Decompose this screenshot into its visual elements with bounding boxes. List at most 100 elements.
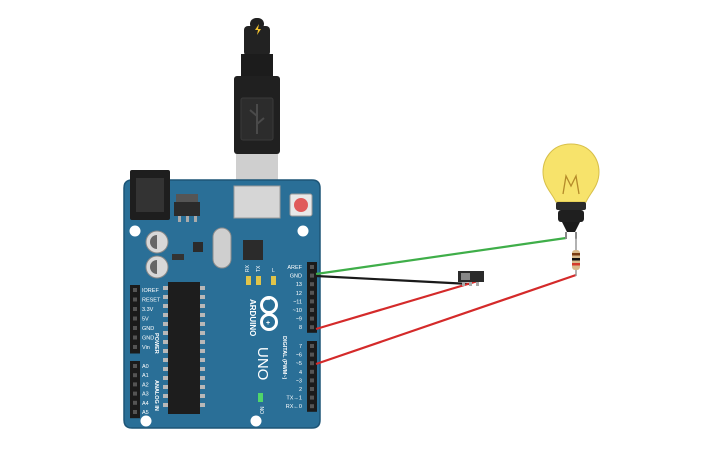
rx-label: RX [245, 264, 251, 272]
chip-pin [200, 403, 205, 407]
mounting-hole [250, 415, 262, 427]
header-pin[interactable] [310, 273, 314, 278]
pin-label: ~9 [296, 317, 302, 323]
chip-pin [200, 394, 205, 398]
header-pin[interactable] [310, 316, 314, 321]
chip-pin [163, 313, 168, 317]
pin-label: 2 [299, 387, 302, 393]
brand-label: ARDUINO [248, 299, 257, 336]
header-pin[interactable] [310, 282, 314, 287]
pin-label: A2 [142, 382, 149, 388]
header-pin[interactable] [310, 404, 314, 409]
header-pin[interactable] [133, 316, 137, 321]
header-pin[interactable] [310, 290, 314, 295]
green-wire[interactable] [315, 236, 567, 276]
atmega-chip [163, 282, 205, 414]
capacitor [145, 255, 169, 279]
usb-port [233, 185, 281, 219]
header-pin[interactable] [310, 361, 314, 366]
tx-led [256, 276, 261, 285]
red-wire-pin8[interactable] [315, 279, 479, 331]
header-pin[interactable] [310, 369, 314, 374]
pin-label: 5V [142, 317, 149, 323]
header-pin[interactable] [310, 378, 314, 383]
reset-button[interactable] [289, 193, 313, 217]
pin-label: ~6 [296, 353, 302, 359]
pin-label: GND [142, 326, 154, 332]
chip-pin [163, 376, 168, 380]
tx-label: TX [256, 265, 262, 272]
header-pin[interactable] [133, 307, 137, 311]
header-pin[interactable] [133, 373, 137, 378]
header-pin[interactable] [133, 326, 137, 330]
chip-pin [163, 385, 168, 389]
header-pin[interactable] [310, 325, 314, 330]
chip-pin [163, 340, 168, 344]
power-title: POWER [153, 333, 159, 354]
header-pin[interactable] [310, 344, 314, 348]
mounting-hole [140, 415, 152, 427]
pin-label: TX→1 [286, 396, 302, 402]
pin-label: ~11 [293, 299, 302, 305]
chip-pin [163, 358, 168, 362]
pin-label: A3 [142, 392, 149, 398]
pin-label: 12 [296, 291, 302, 297]
power-jack [130, 170, 170, 220]
header-pin[interactable] [133, 391, 137, 396]
slide-switch[interactable] [458, 271, 484, 286]
header-pin[interactable] [310, 387, 314, 391]
header-pin[interactable] [310, 395, 314, 400]
pin-label: RX←0 [286, 404, 302, 410]
header-pin[interactable] [310, 308, 314, 312]
header-pin[interactable] [133, 364, 137, 368]
header-pin[interactable] [310, 265, 314, 269]
pin-label: 4 [299, 370, 302, 376]
chip-pin [200, 367, 205, 371]
usb-controller-chip [243, 240, 263, 260]
header-pin[interactable] [133, 382, 137, 387]
resistor[interactable] [572, 238, 580, 276]
chip-pin [200, 331, 205, 335]
header-pin[interactable] [133, 297, 137, 302]
light-bulb[interactable] [542, 143, 600, 239]
chip-pin [163, 349, 168, 353]
header-pin[interactable] [133, 288, 137, 292]
pin-label: ~3 [296, 378, 302, 384]
header-pin[interactable] [133, 410, 137, 414]
smd-chip [193, 242, 203, 252]
chip-pin [200, 286, 205, 290]
pin-label: GND [142, 336, 154, 342]
header-pin[interactable] [310, 299, 314, 304]
on-label: ON [260, 406, 266, 414]
wires[interactable] [315, 236, 577, 366]
pin-label: ~5 [296, 361, 302, 367]
chip-pin [163, 295, 168, 299]
rx-led [246, 276, 251, 285]
digital-title: DIGITAL (PWM~) [281, 336, 287, 380]
header-pin[interactable] [133, 345, 137, 349]
chip-pin [163, 322, 168, 326]
chip-pin [200, 358, 205, 362]
pin-label: 13 [296, 282, 302, 288]
chip-pin [200, 322, 205, 326]
l-label: L [272, 268, 275, 274]
chip-pin [200, 304, 205, 308]
pin-label: A4 [142, 401, 149, 407]
black-wire[interactable] [315, 274, 471, 286]
smd-component [172, 254, 184, 260]
header-pin[interactable] [310, 352, 314, 357]
chip-pin [200, 349, 205, 353]
red-wire-pin5[interactable] [315, 273, 577, 366]
chip-pin [200, 313, 205, 317]
pin-label: AREF [287, 265, 302, 271]
arduino-uno-board[interactable]: RX TX L ON − + ARDUINO UNO IOREFRESET3.3… [123, 170, 321, 429]
header-pin[interactable] [133, 335, 137, 340]
mounting-hole [129, 225, 141, 237]
header-pin[interactable] [133, 400, 137, 405]
